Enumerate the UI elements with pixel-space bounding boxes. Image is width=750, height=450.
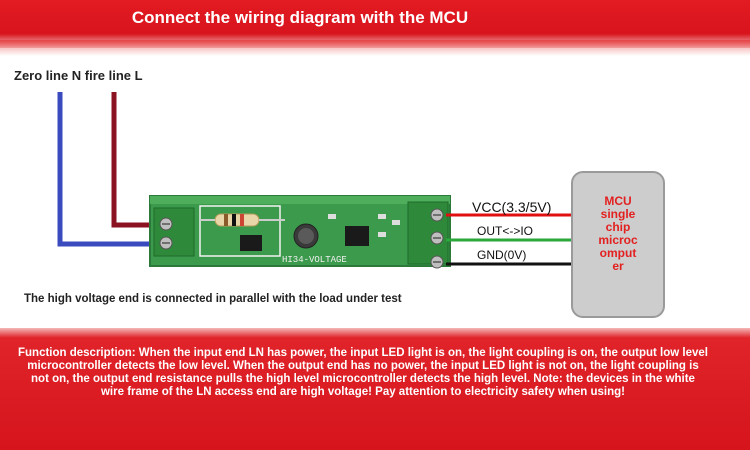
input-terminal-block [153, 207, 195, 257]
function-description: Function description: When the input end… [18, 347, 708, 398]
live-wire [111, 92, 160, 228]
wire-label: Zero line N fire line L [14, 68, 143, 83]
wiring-diagram: HI34-VOLTAGE [57, 92, 574, 269]
footer-banner [0, 328, 750, 450]
banner-fade [0, 40, 750, 56]
vcc-label: VCC(3.3/5V) [472, 199, 552, 215]
out-label: OUT<->IO [477, 224, 534, 238]
high-voltage-note: The high voltage end is connected in par… [24, 293, 402, 305]
board-silkscreen: HI34-VOLTAGE [282, 255, 347, 265]
resistor [214, 213, 260, 227]
neutral-wire [57, 92, 160, 247]
mcu-box: MCU single chip microc omput er [571, 171, 665, 318]
mcu-label: MCU single chip microc omput er [598, 194, 638, 273]
gnd-label: GND(0V) [477, 248, 527, 262]
rectifier [240, 235, 262, 251]
hv-white-frame [199, 205, 281, 257]
page-title: Connect the wiring diagram with the MCU [131, 8, 469, 27]
optocoupler [345, 226, 369, 246]
module-board: HI34-VOLTAGE [149, 195, 451, 269]
